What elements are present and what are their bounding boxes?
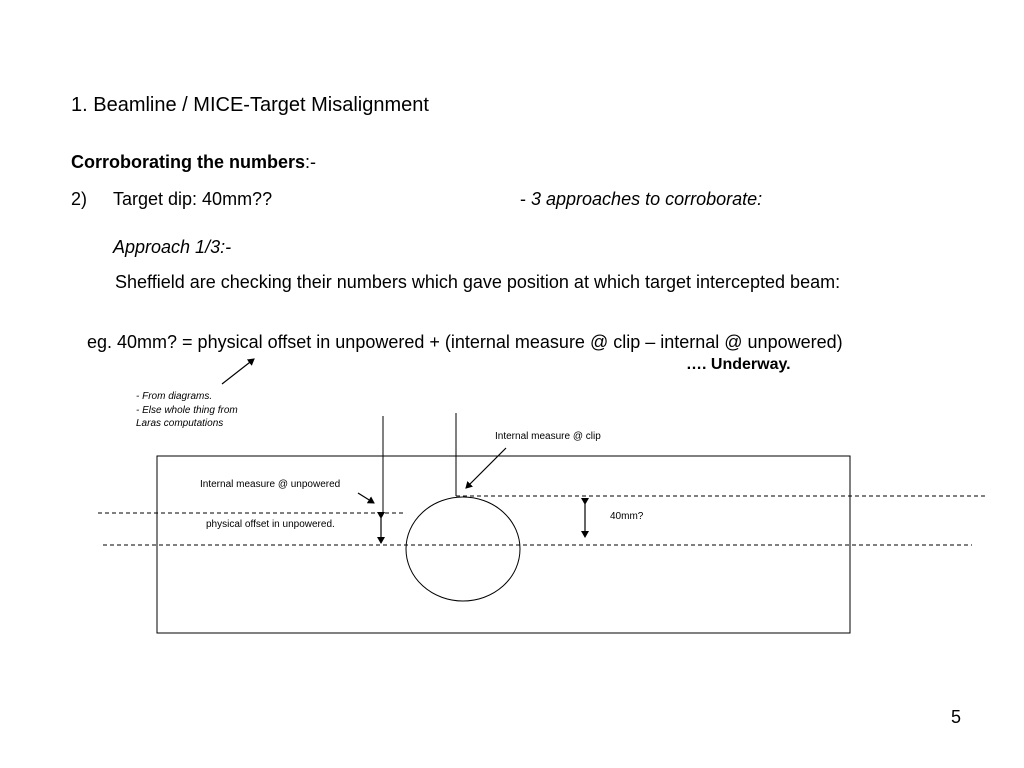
source-note-line: Laras computations <box>136 418 224 429</box>
source-note-line: - From diagrams. <box>136 391 213 402</box>
subtitle: Corroborating the numbers:- <box>71 152 316 173</box>
approaches-text: 3 approaches to corroborate: <box>531 189 763 209</box>
item-text: Target dip: 40mm?? <box>113 189 273 209</box>
label-internal-clip: Internal measure @ clip <box>495 431 601 442</box>
page-number: 5 <box>951 707 962 727</box>
slide-title: 1. Beamline / MICE-Target Misalignment <box>71 94 429 116</box>
approaches-dash: - <box>520 189 531 209</box>
item-number: 2) <box>71 189 88 209</box>
source-note-line: - Else whole thing from <box>136 404 238 416</box>
unpowered-label-arrow <box>357 492 375 504</box>
approaches-note: - 3 approaches to corroborate: <box>520 189 762 210</box>
sheffield-text: Sheffield are checking their numbers whi… <box>115 272 841 292</box>
source-note: - From diagrams. - Else whole thing from… <box>136 390 238 431</box>
target-circle <box>405 496 521 602</box>
clip-label-arrow <box>465 447 507 489</box>
equation-text: eg. 40mm? = physical offset in unpowered… <box>87 332 843 352</box>
label-internal-unpowered: Internal measure @ unpowered <box>200 479 341 490</box>
approach-heading: Approach 1/3:- <box>113 237 232 257</box>
subtitle-tail: :- <box>305 152 317 172</box>
status-text: …. Underway. <box>686 356 791 373</box>
subtitle-bold: Corroborating the numbers <box>71 152 306 172</box>
label-dip-40mm: 40mm? <box>610 511 644 522</box>
note-pointer-arrow <box>221 358 255 385</box>
label-physical-offset: physical offset in unpowered. <box>206 519 335 530</box>
